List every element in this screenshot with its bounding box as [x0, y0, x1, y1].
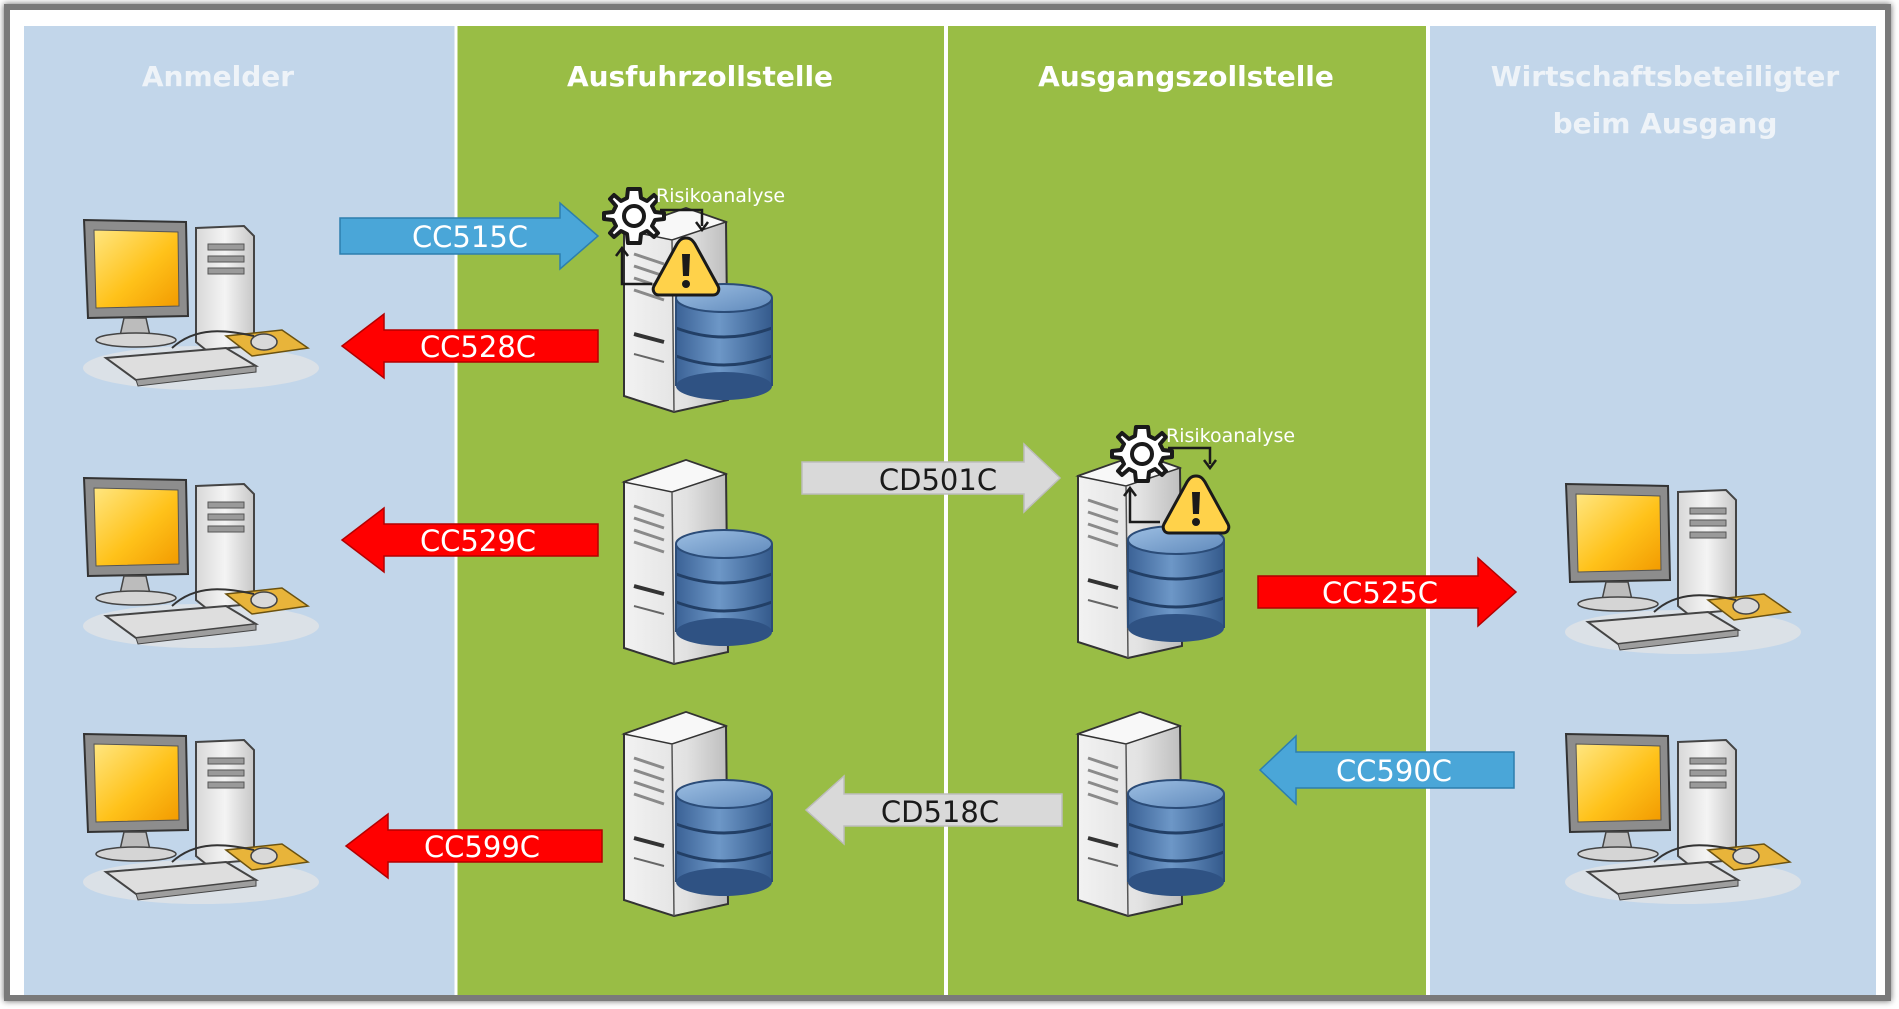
lane-title-wirtschaftsbeteiligter-line2: beim Ausgang [1553, 107, 1778, 140]
message-label: CD501C [879, 463, 997, 497]
lane-titles: Anmelder Ausfuhrzollstelle Ausgangszolls… [142, 60, 1840, 140]
risk-analysis-label: Risikoanalyse [656, 185, 785, 207]
message-label: CC599C [424, 830, 540, 864]
risk-analysis-group: Risikoanalyse [602, 185, 785, 297]
message-label: CC590C [1336, 754, 1452, 788]
database-icon [674, 528, 774, 648]
process-diagram: Anmelder Ausfuhrzollstelle Ausgangszolls… [24, 26, 1876, 995]
risk-analysis-label: Risikoanalyse [1166, 425, 1295, 447]
message-arrow-cc590c: CC590C [1258, 734, 1515, 806]
diagram-frame: Anmelder Ausfuhrzollstelle Ausgangszolls… [4, 4, 1891, 1001]
lane-title-ausgangszollstelle: Ausgangszollstelle [1038, 60, 1334, 93]
database-icon [674, 282, 774, 402]
message-arrow-cc528c: CC528C [340, 312, 599, 380]
database-icon [1126, 778, 1226, 898]
message-label: CD518C [881, 795, 999, 829]
lane-title-anmelder: Anmelder [142, 60, 294, 93]
message-arrows: CC515C CC528C CC529C CD501C CC525C CC590… [339, 201, 1518, 880]
message-label: CC528C [420, 330, 536, 364]
gear-icon [1110, 425, 1174, 483]
message-label: CC529C [420, 524, 536, 558]
lane-title-ausfuhrzollstelle: Ausfuhrzollstelle [567, 60, 833, 93]
risk-analysis-group: Risikoanalyse [1110, 425, 1295, 535]
message-arrow-cc515c: CC515C [339, 201, 600, 271]
message-label: CC515C [412, 220, 528, 254]
message-label: CC525C [1322, 576, 1438, 610]
message-arrow-cd501c: CD501C [801, 442, 1062, 514]
message-arrow-cc525c: CC525C [1257, 556, 1518, 628]
message-arrow-cd518c: CD518C [804, 774, 1063, 846]
message-arrow-cc529c: CC529C [340, 506, 599, 574]
message-arrow-cc599c: CC599C [344, 812, 603, 880]
lane-title-wirtschaftsbeteiligter-line1: Wirtschaftsbeteiligter [1491, 60, 1840, 93]
database-icon [1126, 524, 1226, 644]
database-icon [674, 778, 774, 898]
gear-icon [602, 187, 666, 245]
